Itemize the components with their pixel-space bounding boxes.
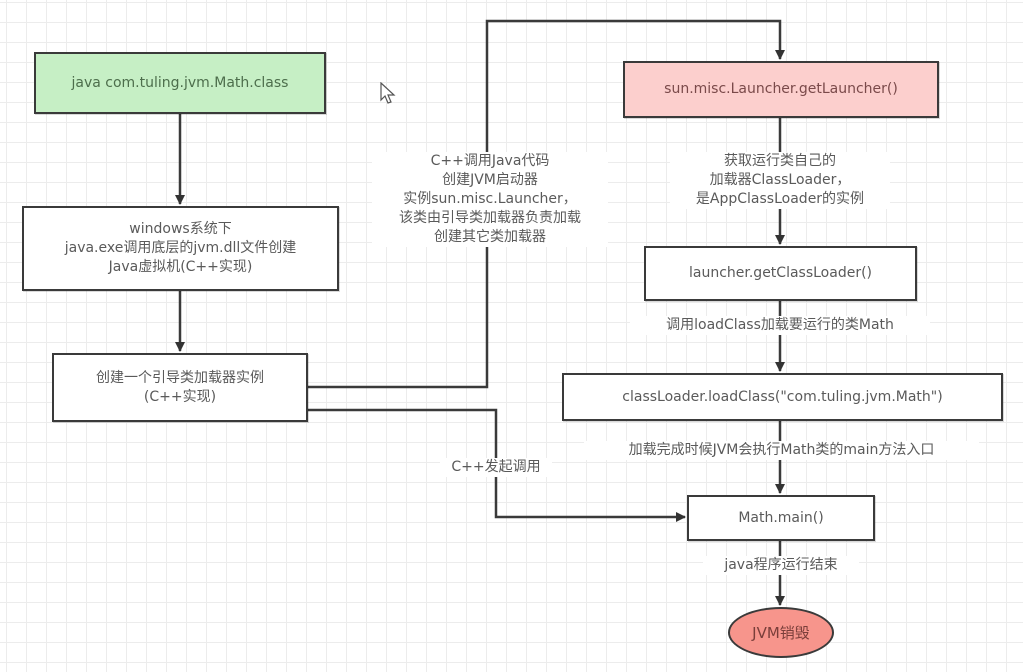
- node-java-command[interactable]: java com.tuling.jvm.Math.class: [34, 52, 326, 114]
- edge-bootstrap-to-launcher: [308, 19, 785, 389]
- edge-label-get-app-loader: 获取运行类自己的 加载器ClassLoader， 是AppClassLoader…: [670, 152, 890, 209]
- node-bootstrap-loader-text: 创建一个引导类加载器实例 (C++实现): [96, 369, 264, 405]
- node-jvm-destroy-text: JVM销毁: [752, 624, 810, 642]
- edge-label-program-end: java程序运行结束: [703, 556, 859, 575]
- edge-label-load-complete: 加载完成时候JVM会执行Math类的main方法入口: [584, 441, 979, 460]
- node-create-jvm-text: windows系统下 java.exe调用底层的jvm.dll文件创建 Java…: [64, 221, 297, 275]
- mouse-cursor-icon: [380, 82, 396, 104]
- node-math-main[interactable]: Math.main(): [687, 495, 875, 541]
- edge-label-cpp-call-java: C++调用Java代码 创建JVM启动器 实例sun.misc.Launcher…: [372, 152, 608, 247]
- node-math-main-text: Math.main(): [738, 509, 824, 526]
- edge-label-cpp-invoke: C++发起调用: [440, 458, 552, 477]
- node-load-class[interactable]: classLoader.loadClass("com.tuling.jvm.Ma…: [562, 373, 1003, 421]
- node-get-classloader[interactable]: launcher.getClassLoader(): [644, 246, 917, 301]
- node-get-launcher[interactable]: sun.misc.Launcher.getLauncher(): [623, 61, 939, 118]
- node-load-class-text: classLoader.loadClass("com.tuling.jvm.Ma…: [622, 388, 943, 405]
- node-bootstrap-loader[interactable]: 创建一个引导类加载器实例 (C++实现): [52, 353, 308, 422]
- node-create-jvm[interactable]: windows系统下 java.exe调用底层的jvm.dll文件创建 Java…: [22, 206, 339, 291]
- node-get-classloader-text: launcher.getClassLoader(): [688, 265, 873, 281]
- edge-label-call-loadclass: 调用loadClass加载要运行的类Math: [630, 316, 930, 335]
- node-jvm-destroy[interactable]: JVM销毁: [728, 607, 834, 658]
- node-java-command-text: java com.tuling.jvm.Math.class: [71, 74, 289, 91]
- node-get-launcher-text: sun.misc.Launcher.getLauncher(): [664, 81, 898, 97]
